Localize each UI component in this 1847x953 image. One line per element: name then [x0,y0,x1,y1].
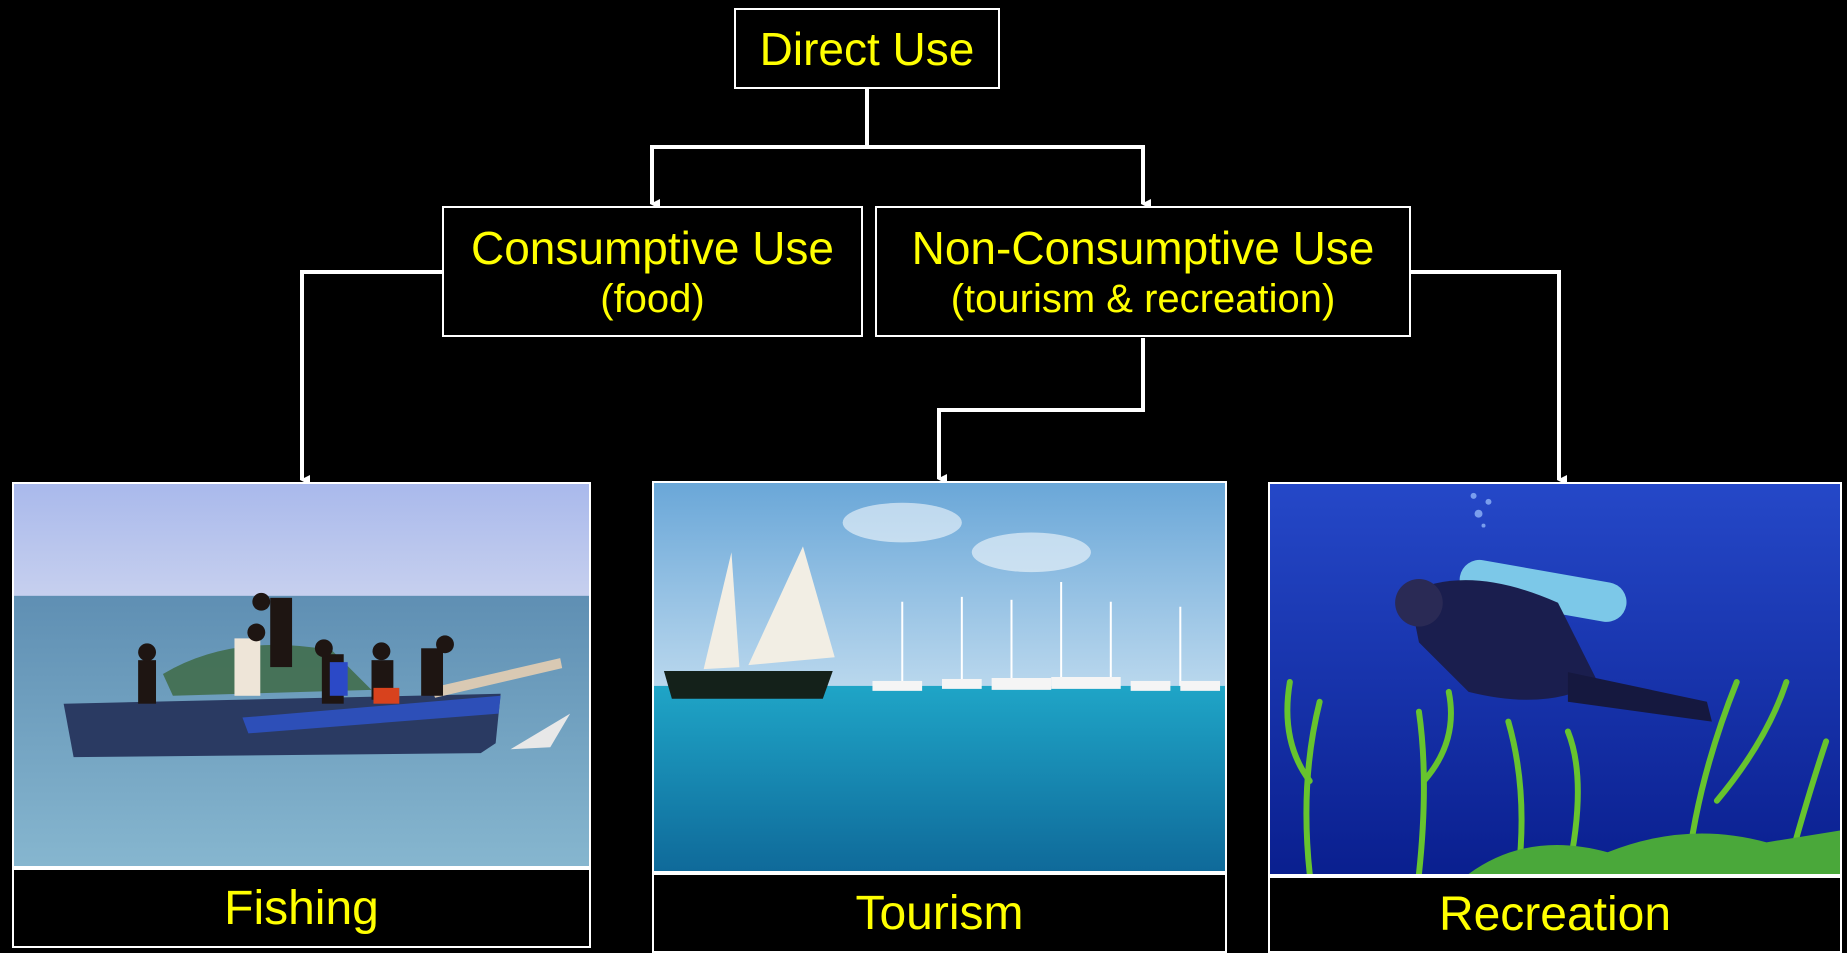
fishing-caption: Fishing [12,868,591,948]
arrow-direct-to-consumptive [650,88,869,209]
arrow-consumptive-to-fishing [300,270,442,485]
fishermen-on-boat-photo [12,482,591,868]
direct-use-label: Direct Use [759,22,975,75]
tourism-caption-text: Tourism [855,886,1024,940]
consumptive-use-label: Consumptive Use [470,221,835,274]
non-consumptive-use-label: Non-Consumptive Use [911,221,1375,274]
consumptive-use-sublabel: (food) [600,276,705,321]
fishing-caption-text: Fishing [224,881,379,935]
non-consumptive-use-sublabel: (tourism & recreation) [950,276,1336,321]
non-consumptive-use-node: Non-Consumptive Use (tourism & recreatio… [875,206,1411,337]
arrow-nonconsumptive-to-tourism [937,338,1145,484]
direct-use-node: Direct Use [734,8,1000,89]
recreation-caption-text: Recreation [1438,888,1672,941]
arrow-direct-to-nonconsumptive [867,145,1151,209]
sailboats-at-sea-photo [652,481,1227,873]
tourism-caption: Tourism [652,873,1227,953]
scuba-diver-reef-photo [1268,482,1842,876]
arrow-nonconsumptive-to-recreation [1409,270,1567,485]
recreation-caption: Recreation [1268,876,1842,953]
consumptive-use-node: Consumptive Use (food) [442,206,863,337]
